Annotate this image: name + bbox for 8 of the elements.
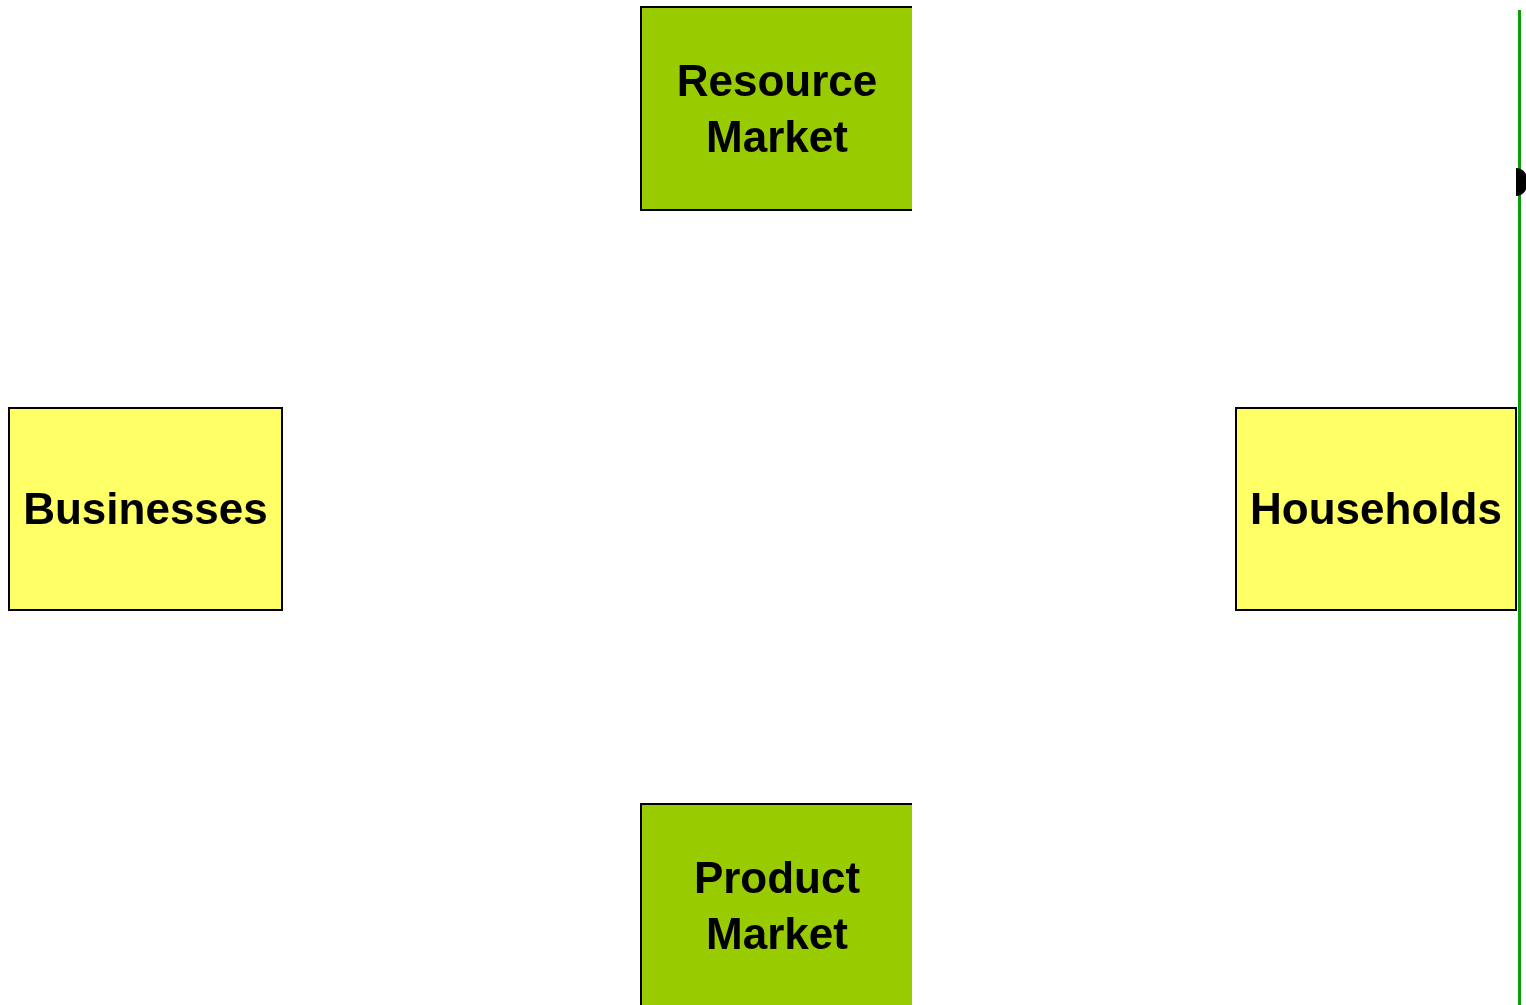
market-box: [640, 803, 912, 1005]
node-label: Product Market: [692, 852, 862, 960]
node-label: Businesses: [23, 483, 268, 535]
sector-box: [8, 407, 283, 611]
node-label: Resource Market: [675, 54, 879, 163]
sector-box: [1235, 407, 1517, 611]
market-box: [640, 6, 912, 211]
node-label: Households: [1250, 483, 1502, 535]
